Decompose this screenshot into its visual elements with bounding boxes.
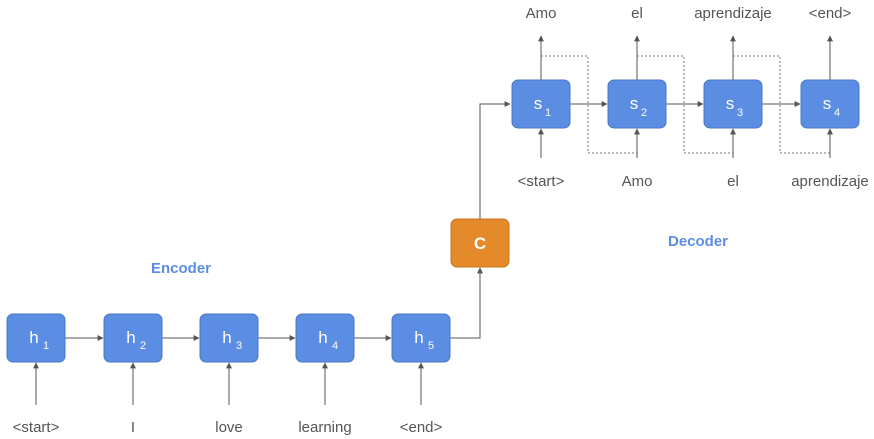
decoder-state-label: s xyxy=(534,94,543,113)
encoder-state-box xyxy=(199,313,259,363)
encoder-input-token: love xyxy=(215,419,243,436)
encoder-label: Encoder xyxy=(151,260,211,277)
decoder-state-label: s xyxy=(823,94,832,113)
decoder-state-subscript: 2 xyxy=(641,107,647,119)
encoder-state-subscript: 2 xyxy=(140,340,146,352)
decoder-state-box xyxy=(800,79,860,129)
decoder-state-label: s xyxy=(630,94,639,113)
decoder-state-box xyxy=(511,79,571,129)
decoder-state-subscript: 3 xyxy=(737,107,743,119)
encoder-state-box xyxy=(295,313,355,363)
encoder-state-subscript: 5 xyxy=(428,340,434,352)
context-to-decoder-arrow xyxy=(479,101,511,219)
decoder-state-label: s xyxy=(726,94,735,113)
encoder-state-label: h xyxy=(126,328,135,347)
decoder-input-token: aprendizaje xyxy=(791,173,869,190)
decoder-output-token: el xyxy=(631,5,643,22)
context-box xyxy=(450,218,510,268)
encoder-state-box xyxy=(391,313,451,363)
decoder-output-token: aprendizaje xyxy=(694,5,772,22)
encoder-input-token: learning xyxy=(298,419,351,436)
connectors xyxy=(33,35,833,405)
decoder-label: Decoder xyxy=(668,233,728,250)
decoder-input-token: <start> xyxy=(518,173,565,190)
decoder-state-subscript: 1 xyxy=(545,107,551,119)
encoder-state-label: h xyxy=(29,328,38,347)
encoder-state-subscript: 1 xyxy=(43,340,49,352)
encoder-input-token: <end> xyxy=(400,419,443,436)
encoder-state-box xyxy=(6,313,66,363)
decoder-state-box xyxy=(607,79,667,129)
context-node: C xyxy=(450,218,510,268)
decoder-input-token: el xyxy=(727,173,739,190)
decoder-state-subscript: 4 xyxy=(834,107,840,119)
encoder-state-box xyxy=(103,313,163,363)
decoder-output-token: <end> xyxy=(809,5,852,22)
decoder-input-token: Amo xyxy=(622,173,653,190)
encoder-state-subscript: 4 xyxy=(332,340,338,352)
encoder-to-context-arrow xyxy=(450,267,483,339)
encoder-state-label: h xyxy=(414,328,423,347)
encoder-input-token: <start> xyxy=(13,419,60,436)
encoder-state-subscript: 3 xyxy=(236,340,242,352)
encoder-input-token: I xyxy=(131,419,135,436)
context-label: C xyxy=(474,234,486,253)
decoder-output-token: Amo xyxy=(526,5,557,22)
decoder-state-box xyxy=(703,79,763,129)
encoder-state-label: h xyxy=(222,328,231,347)
encoder-state-label: h xyxy=(318,328,327,347)
